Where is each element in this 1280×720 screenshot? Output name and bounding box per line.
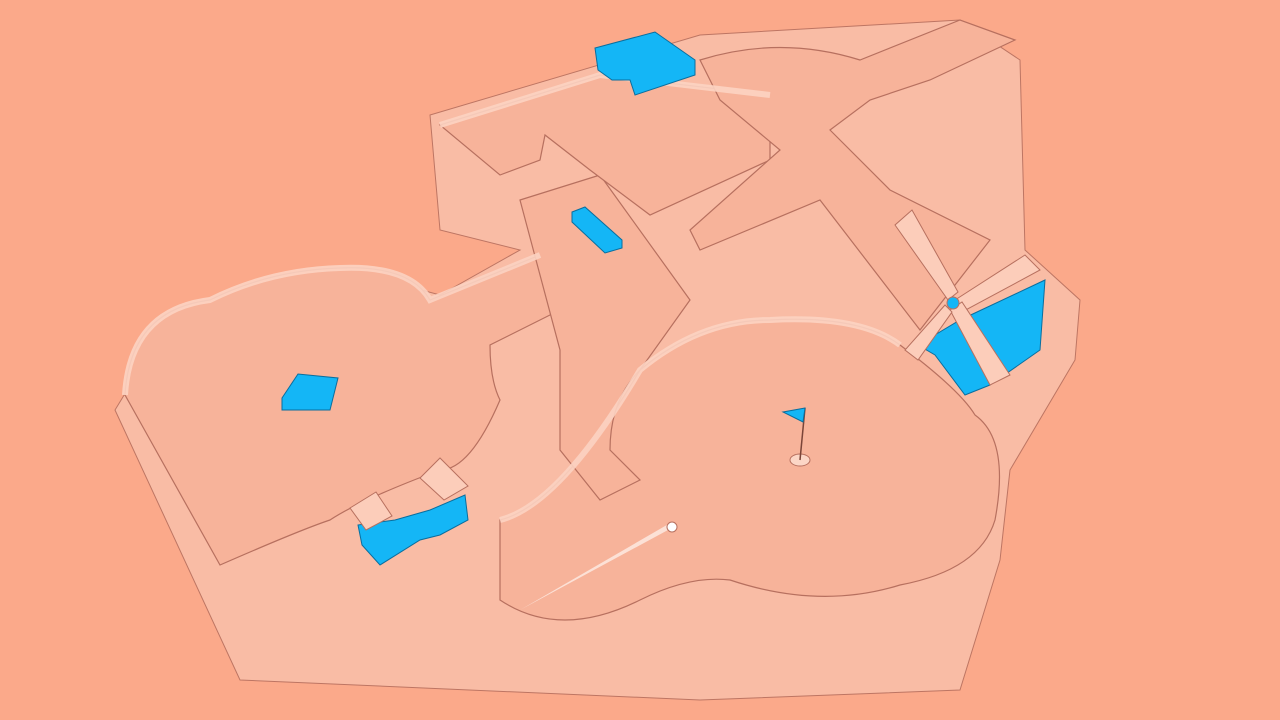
- flag-icon: [781, 407, 806, 423]
- windmill-icon: [894, 209, 1041, 386]
- square-block-icon: [281, 373, 339, 411]
- golf-ball-icon[interactable]: [666, 521, 678, 533]
- wall-tops: [122, 71, 902, 523]
- hole[interactable]: [781, 407, 811, 467]
- castle-gate-icon: [357, 494, 469, 566]
- top-gate-block: [594, 31, 696, 96]
- bar-block-icon: [571, 206, 623, 254]
- ball-trail: [520, 522, 672, 610]
- castle-roofs: [349, 457, 469, 531]
